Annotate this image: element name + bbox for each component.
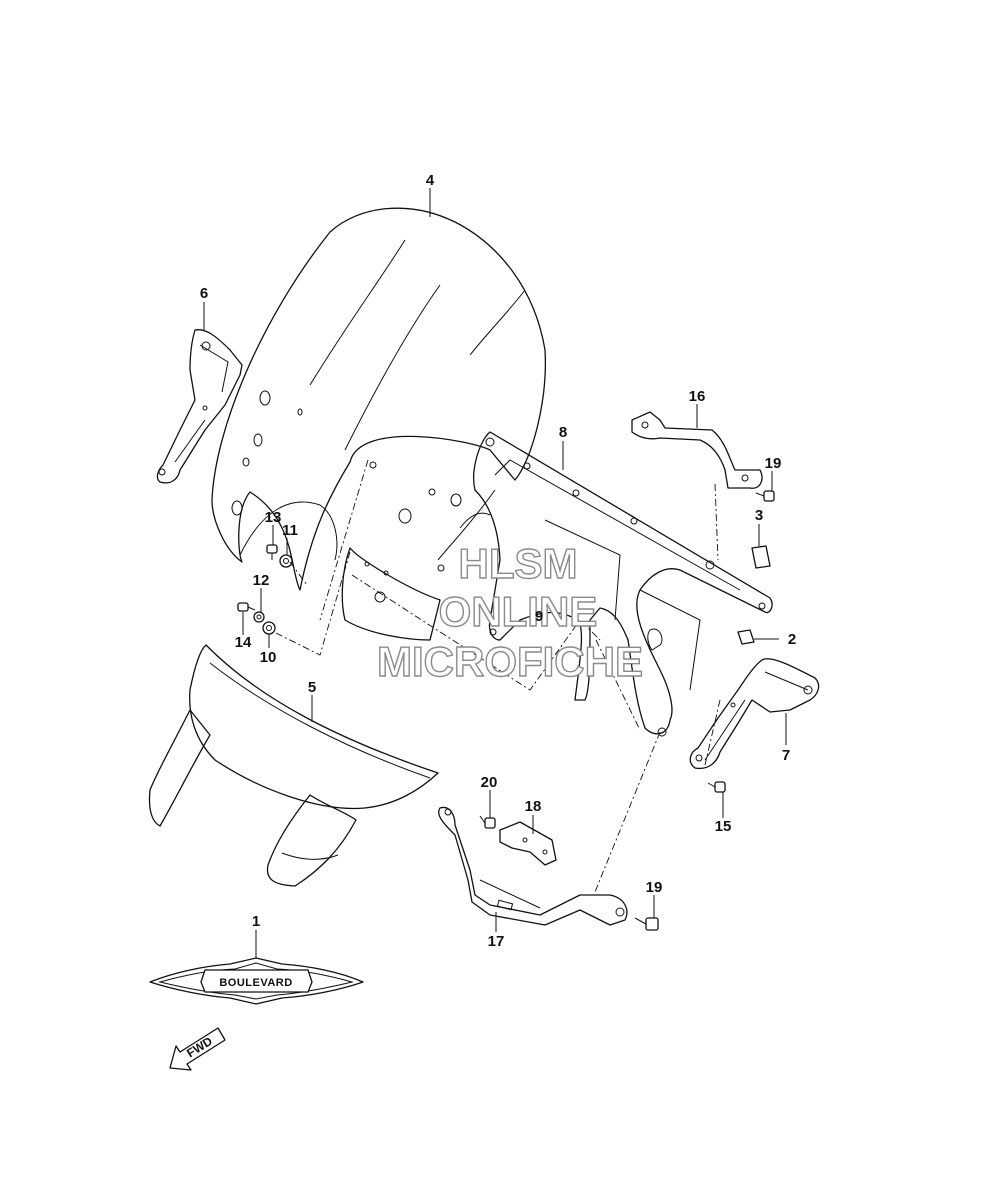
callout-15: 15	[715, 818, 732, 835]
callout-17: 17	[488, 933, 505, 950]
washer-part-11	[279, 554, 293, 568]
callout-10: 10	[260, 649, 277, 666]
callout-14: 14	[235, 634, 252, 651]
callout-5: 5	[308, 679, 316, 696]
small-bracket-part-18	[499, 821, 557, 866]
callout-11: 11	[282, 522, 298, 539]
callout-18: 18	[525, 798, 542, 815]
callout-19-lower: 19	[646, 879, 663, 896]
bolt-part-20	[479, 815, 496, 829]
lower-stay-part-17	[438, 806, 628, 926]
callout-20: 20	[481, 774, 498, 791]
callout-8: 8	[559, 424, 567, 441]
callout-3: 3	[755, 507, 763, 524]
callout-16: 16	[689, 388, 706, 405]
assembly-lines	[275, 459, 721, 893]
watermark-line-3: MICROFICHE	[377, 638, 643, 685]
callout-12: 12	[253, 572, 270, 589]
screw-part-13	[266, 544, 278, 560]
callout-9: 9	[535, 608, 543, 625]
callout-4: 4	[426, 172, 435, 189]
callout-13: 13	[265, 509, 282, 526]
fasteners	[237, 490, 775, 931]
emblem-part-1: BOULEVARD	[149, 957, 364, 1005]
callout-19-upper: 19	[765, 455, 782, 472]
callout-2: 2	[788, 631, 796, 648]
bolt-part-15	[707, 781, 726, 793]
emblem-text: BOULEVARD	[219, 977, 292, 989]
watermark-line-2: ONLINE	[439, 588, 598, 635]
right-bracket-part-7	[689, 658, 820, 770]
callout-numbers: 1 2 3 4 5 6 7 8 9 10 11 12 13 14 15 16 1…	[200, 172, 796, 950]
cushion-part-2	[737, 629, 755, 645]
upper-stay-part-16	[631, 411, 763, 489]
callout-1: 1	[252, 913, 260, 930]
watermark-line-1: HLSM	[459, 540, 578, 587]
leader-lines	[203, 188, 787, 958]
bolt-part-19-upper	[755, 490, 775, 502]
left-bracket-part-6	[156, 329, 243, 484]
screw-part-14	[237, 602, 256, 612]
bolt-part-19-lower	[634, 917, 659, 931]
lower-cowl-part-5	[148, 644, 439, 887]
fwd-arrow-icon: FWD	[169, 1027, 226, 1071]
mount-bracket-part-8	[437, 431, 773, 737]
callout-6: 6	[200, 285, 208, 302]
cushion-part-3	[751, 545, 771, 569]
washer-part-10	[262, 621, 276, 635]
watermark: HLSM ONLINE MICROFICHE	[376, 539, 643, 685]
callout-7: 7	[782, 747, 790, 764]
windshield-inner-panel	[341, 547, 441, 641]
windshield-part-4	[211, 207, 547, 591]
washer-part-12	[253, 611, 265, 623]
